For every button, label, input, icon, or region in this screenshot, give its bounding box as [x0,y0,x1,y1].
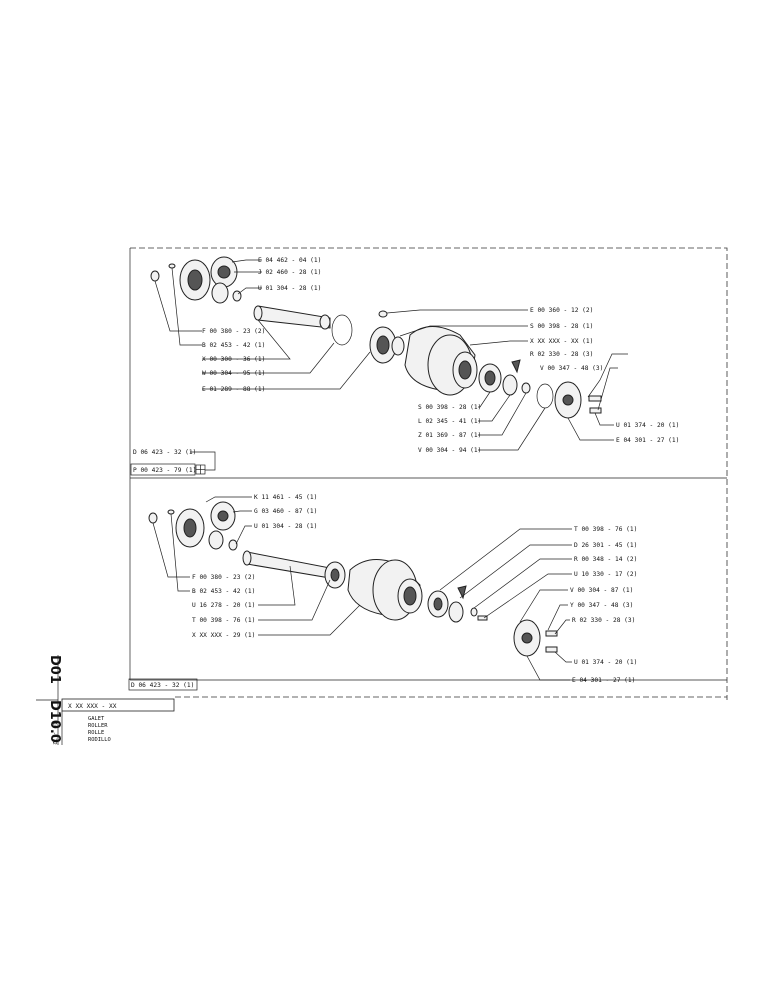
label-e-04-462-04: E 04 462 - 04 (1) [258,257,321,264]
title-name-fr: GALET [88,716,105,722]
bottom-ref-box [128,678,198,691]
label-v-00-304-94: V 00 304 - 94 (1) [418,447,481,454]
title-block: X XX XXX - XX GALET ROLLER ROLLE RODILLO [61,698,175,745]
ref-d-06-423-32-bottom: D 06 423 - 32 (1) [131,682,194,689]
label-u-01-374-20: U 01 374 - 20 (1) [616,422,679,429]
label-e-00-360-12: E 00 360 - 12 (2) [530,307,593,314]
bottom-leader-lines [152,496,572,681]
label-e-01-289-88: E 01 289 - 88 (1) [202,386,265,393]
title-name-en: ROLLER [88,723,108,729]
label-r-02-330-28-b: R 02 330 - 28 (3) [572,617,635,624]
label-w-00-304-95: W 00 304 - 95 (1) [202,370,265,377]
top-leader-lines [154,259,628,471]
label-j-02-460-28: J 02 460 - 28 (1) [258,269,321,276]
label-t-00-398-76-b: T 00 398 - 76 (1) [574,526,637,533]
side-code-d01: D01 [47,655,62,684]
label-d-26-301-45: D 26 301 - 45 (1) [574,542,637,549]
label-x-xx-xxx: X XX XXX - XX (1) [530,338,593,345]
bottom-assembly-parts [148,501,558,657]
label-l-02-345-41: L 02 345 - 41 (1) [418,418,481,425]
title-code: X XX XXX - XX [68,703,117,710]
label-y-00-347-48: Y 00 347 - 48 (3) [570,602,633,609]
label-f-00-380-23: F 00 380 - 23 (2) [202,328,265,335]
label-u-01-374-20-b: U 01 374 - 20 (1) [574,659,637,666]
label-u-01-304-28-b: U 01 304 - 28 (1) [254,523,317,530]
label-v-00-304-87: V 00 304 - 87 (1) [570,587,633,594]
label-e-04-301-27-b: E 04 301 - 27 (1) [572,677,635,684]
label-z-01-369-87: Z 01 369 - 87 (1) [418,432,481,439]
label-u-16-278-20: U 16 278 - 20 (1) [192,602,255,609]
label-u-10-330-17: U 10 330 - 17 (2) [574,571,637,578]
label-r-02-330-28: R 02 330 - 28 (3) [530,351,593,358]
label-x-xx-xxx-29: X XX XXX - 29 (1) [192,632,255,639]
label-s-00-398-28-a: S 00 398 - 28 (1) [530,323,593,330]
bottom-part-labels: K 11 461 - 45 (1) G 03 460 - 87 (1) U 01… [131,494,637,689]
ref-p-00-423-79: P 00 423 - 79 (1) [133,467,196,474]
label-s-00-398-28-b: S 00 398 - 28 (1) [418,404,481,411]
top-assembly-parts [150,256,602,419]
label-b-02-453-42: B 02 453 - 42 (1) [202,342,265,349]
title-name-de: ROLLE [88,730,104,736]
label-r-00-348-14: R 00 348 - 14 (2) [574,556,637,563]
label-e-04-301-27: E 04 301 - 27 (1) [616,437,679,444]
label-f-00-380-23-b: F 00 380 - 23 (2) [192,574,255,581]
ref-d-06-423-32-top: D 06 423 - 32 (1) [133,449,196,456]
label-t-00-398-76-a: T 00 398 - 76 (1) [192,617,255,624]
diagram-frame [129,247,728,700]
side-code-date: 10 - 72 [51,722,57,745]
side-code-block: D01 D10.0 10 - 72 [36,655,62,745]
label-v-00-347-48: V 00 347 - 48 (3) [540,365,603,372]
label-b-02-453-42-b: B 02 453 - 42 (1) [192,588,255,595]
label-k-11-461-45: K 11 461 - 45 (1) [254,494,317,501]
title-name-es: RODILLO [88,737,111,743]
top-part-labels: E 04 462 - 04 (1) J 02 460 - 28 (1) U 01… [133,257,679,474]
ref-box [130,463,206,476]
label-g-03-460-87: G 03 460 - 87 (1) [254,508,317,515]
label-u-01-304-28: U 01 304 - 28 (1) [258,285,321,292]
label-x-00-300-36: X 00 300 - 36 (1) [202,356,265,363]
